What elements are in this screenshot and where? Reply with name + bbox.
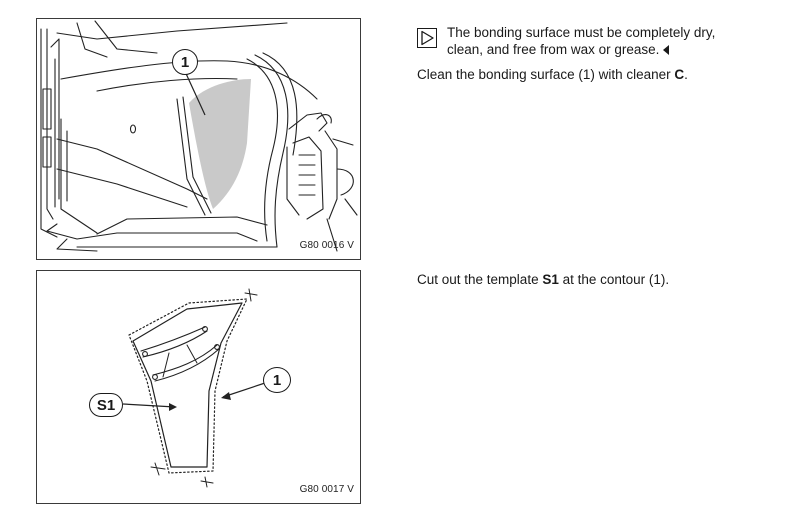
step2-text: Cut out the template xyxy=(417,272,543,287)
play-triangle-icon xyxy=(417,28,437,48)
step2-bold: S1 xyxy=(542,272,559,287)
callout-1-leader xyxy=(222,382,266,398)
callout-1: 1 xyxy=(172,49,198,75)
callout-s1-leader xyxy=(122,403,176,408)
step-clean-instruction: Clean the bonding surface (1) with clean… xyxy=(417,66,688,83)
template-s1-drawing xyxy=(122,288,266,488)
note-line-1: The bonding surface must be completely d… xyxy=(447,25,716,40)
callout-1-leader xyxy=(182,66,206,116)
note-text: The bonding surface must be completely d… xyxy=(447,24,777,58)
step1-text: Clean the bonding surface (1) with clean… xyxy=(417,67,675,82)
note-line-2: clean, and free from wax or grease. xyxy=(447,42,660,57)
figure-code: G80 0017 V xyxy=(299,484,354,495)
step1-bold: C xyxy=(674,67,685,82)
figure-vehicle-bonding-area: 1 G80 0016 V xyxy=(36,18,361,260)
figure-code: G80 0016 V xyxy=(299,240,354,251)
bonding-surface xyxy=(189,79,251,209)
step1-end: . xyxy=(684,67,688,82)
note-end-marker-icon xyxy=(663,45,670,55)
step2-end: at the contour (1). xyxy=(558,272,670,287)
step-cut-instruction: Cut out the template S1 at the contour (… xyxy=(417,271,669,288)
callout-1: 1 xyxy=(263,367,291,393)
vehicle-wheel-arch-drawing xyxy=(40,20,358,252)
figure-template-s1: S1 1 G80 0017 V xyxy=(36,270,361,504)
callout-s1: S1 xyxy=(89,393,123,417)
